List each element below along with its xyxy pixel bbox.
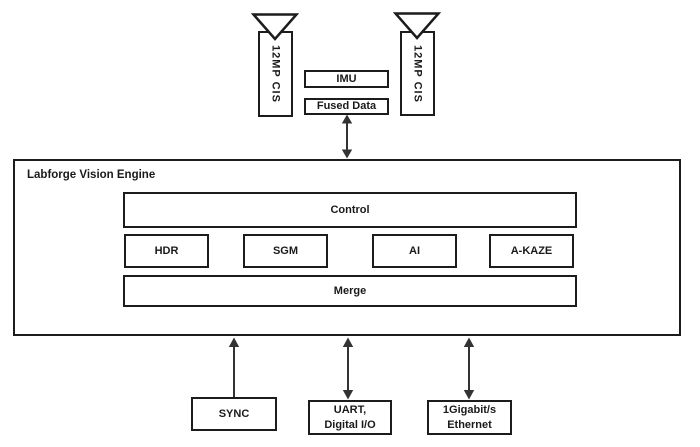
fused-data-engine-arrow: [341, 114, 353, 159]
sync-box: SYNC: [191, 397, 277, 431]
camera-sensor-right: 12MP CIS: [400, 31, 435, 116]
ethernet-engine-arrow: [463, 337, 475, 400]
merge-box: Merge: [123, 275, 577, 307]
uart-digital-io-label: UART, Digital I/O: [324, 403, 375, 432]
uart-line1: UART,: [333, 404, 367, 417]
ethernet-line1: 1Gigabit/s: [442, 404, 497, 417]
module-hdr-box: HDR: [124, 234, 209, 268]
camera-lens-icon-left: [251, 13, 299, 41]
ethernet-box: 1Gigabit/s Ethernet: [427, 400, 512, 435]
fused-data-box: Fused Data: [304, 98, 389, 115]
module-ai-box: AI: [372, 234, 457, 268]
uart-line2: Digital I/O: [324, 418, 376, 431]
module-akaze-box: A-KAZE: [489, 234, 574, 268]
camera-lens-icon-right: [393, 12, 441, 40]
control-box: Control: [123, 192, 577, 228]
ethernet-label: 1Gigabit/s Ethernet: [443, 403, 496, 432]
uart-engine-arrow: [342, 337, 354, 400]
sync-engine-arrow: [228, 337, 240, 398]
imu-box: IMU: [304, 70, 389, 88]
module-sgm-box: SGM: [243, 234, 328, 268]
uart-digital-io-box: UART, Digital I/O: [308, 400, 392, 435]
vision-engine-title: Labforge Vision Engine: [27, 169, 156, 181]
camera-sensor-left: 12MP CIS: [258, 31, 293, 117]
vision-engine-box: Labforge Vision Engine Control HDR SGM A…: [13, 159, 681, 336]
ethernet-line2: Ethernet: [447, 418, 492, 431]
